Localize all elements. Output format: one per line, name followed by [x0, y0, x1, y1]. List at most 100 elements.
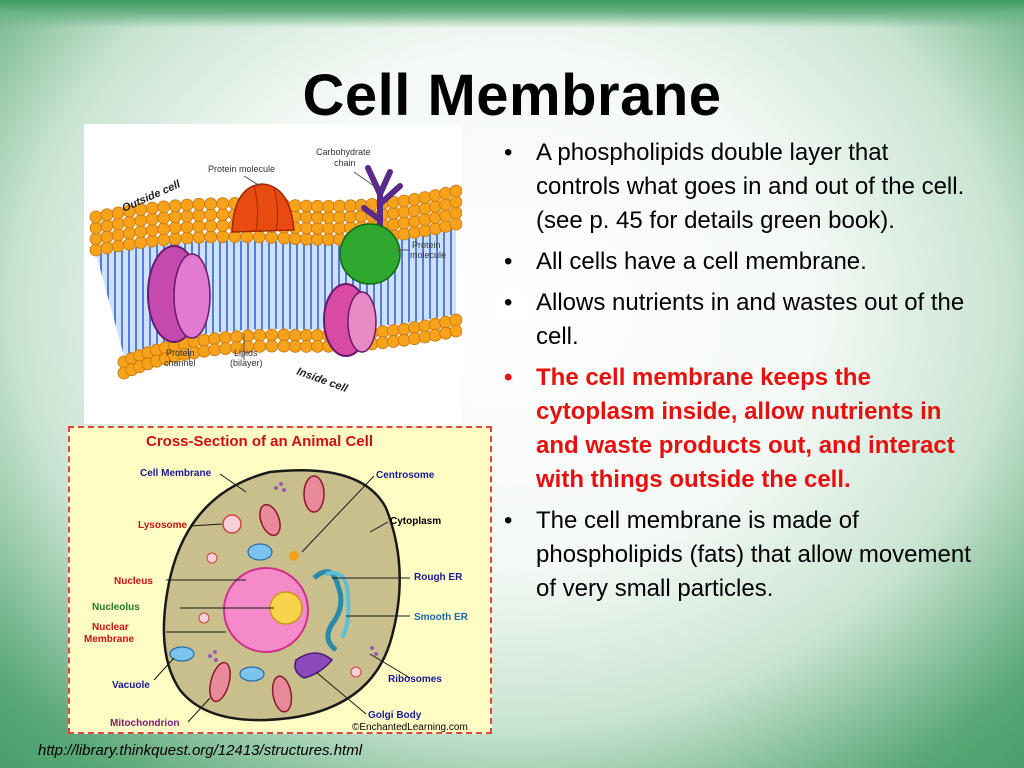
- lipid-head: [376, 325, 390, 339]
- bullet-dot: •: [504, 364, 513, 391]
- bullet-text: All cells have a cell membrane.: [536, 248, 867, 275]
- lipid-head: [428, 200, 442, 213]
- lipid-head: [180, 209, 194, 223]
- lipid-head: [145, 234, 159, 248]
- lipid-head: [89, 210, 103, 224]
- lipid-head: [180, 198, 194, 212]
- lipid-head: [111, 239, 125, 253]
- protein-channel-left: [147, 245, 211, 343]
- lipid-head: [311, 199, 324, 213]
- cell-diagram-title: Cross-Section of an Animal Cell: [146, 433, 373, 450]
- lipid-head: [386, 217, 400, 231]
- lipid-head: [123, 237, 136, 251]
- membrane-diagram: Protein molecule Carbohydrate chain Prot…: [84, 124, 463, 424]
- lipid-head: [376, 336, 390, 350]
- label-inside-cell: Inside cell: [295, 366, 350, 396]
- vacuole-2: [169, 646, 195, 662]
- lipid-head: [311, 221, 324, 235]
- lipid-head: [204, 197, 218, 211]
- label-nuclear: Nuclear: [92, 622, 129, 633]
- label-channel: channel: [164, 358, 196, 368]
- lipid-head: [89, 232, 103, 246]
- lipid-head: [123, 215, 136, 229]
- label-carbohydrate: Carbohydrate: [316, 147, 371, 157]
- lipid-head: [100, 241, 114, 255]
- golgi-body: [294, 652, 334, 679]
- lipid-head: [397, 322, 411, 336]
- lipid-head: [89, 221, 103, 235]
- lipid-head: [428, 222, 442, 235]
- label-membrane: Membrane: [84, 634, 134, 645]
- lipid-head: [299, 210, 313, 224]
- label-lipids: Lipids: [234, 348, 258, 358]
- bullet-text: The cell membrane is made of phospholipi…: [536, 507, 971, 602]
- vacuole-1: [247, 543, 273, 561]
- lipid-head: [216, 197, 230, 210]
- lipid-head: [397, 227, 411, 241]
- lipid-head: [449, 195, 463, 209]
- copyright-text: ©EnchantedLearning.com: [352, 722, 468, 732]
- lipid-head: [408, 215, 421, 228]
- mitochondrion-4: [271, 675, 293, 713]
- lipid-head: [449, 324, 463, 338]
- label-mitochondrion: Mitochondrion: [110, 718, 179, 729]
- lipid-head: [134, 225, 148, 238]
- lipid-head: [428, 328, 442, 342]
- vacuole-3: [239, 666, 265, 682]
- lipid-head: [100, 208, 114, 222]
- lipid-head: [145, 223, 159, 237]
- vesicle-1: [206, 552, 218, 564]
- lipid-head: [192, 230, 206, 244]
- lipid-head: [299, 232, 313, 246]
- lipid-head: [157, 222, 171, 236]
- lipid-head: [408, 332, 421, 346]
- lipid-head: [100, 230, 114, 244]
- label-cell-membrane: Cell Membrane: [140, 468, 212, 479]
- lipid-head: [265, 328, 279, 342]
- label-centrosome: Centrosome: [376, 470, 435, 481]
- protein-molecule-right: [339, 223, 401, 285]
- label-bilayer: (bilayer): [230, 358, 263, 368]
- bullet-text: A phospholipids double layer that contro…: [536, 139, 965, 234]
- lipid-head: [180, 231, 194, 245]
- lipid-head: [204, 219, 218, 233]
- lipid-head: [288, 339, 302, 353]
- lipid-head: [123, 226, 136, 240]
- lipid-head: [100, 219, 114, 233]
- vesicle-3: [350, 666, 362, 678]
- lipid-head: [89, 243, 103, 257]
- lipid-head: [343, 199, 357, 213]
- top-decor-band: [0, 0, 1024, 28]
- lipid-head: [168, 232, 182, 246]
- lipid-head: [253, 328, 267, 342]
- lipid-head: [397, 205, 411, 219]
- lipid-head: [157, 200, 171, 214]
- lipid-head: [408, 321, 421, 335]
- lipid-head: [134, 214, 148, 227]
- lipid-head: [157, 211, 171, 225]
- bullet-item-highlight: •The cell membrane keeps the cytoplasm i…: [494, 361, 974, 497]
- lipid-head: [439, 315, 453, 329]
- lipid-head: [111, 217, 125, 231]
- bullet-item: •The cell membrane is made of phospholip…: [494, 504, 974, 606]
- lipid-head: [322, 211, 335, 224]
- lipid-head: [216, 219, 230, 232]
- lipid-head: [397, 333, 411, 347]
- lipid-head: [408, 204, 421, 217]
- lipid-head: [277, 231, 291, 245]
- source-link[interactable]: http://library.thinkquest.org/12413/stru…: [38, 742, 363, 759]
- lipid-head: [265, 230, 278, 244]
- lipid-head: [168, 221, 182, 235]
- centrosome: [289, 551, 299, 561]
- lipid-head: [418, 319, 432, 333]
- lipid-head: [418, 191, 432, 204]
- lipid-head: [333, 221, 346, 235]
- lipid-head: [216, 208, 230, 221]
- lipid-head: [428, 189, 442, 202]
- lipid-head: [277, 339, 291, 353]
- label-protein-molecule-top: Protein molecule: [208, 164, 275, 174]
- bullet-item: •Allows nutrients in and wastes out of t…: [494, 286, 974, 354]
- lipid-head: [180, 220, 194, 234]
- lipid-head: [299, 339, 313, 353]
- smooth-er: [325, 571, 351, 639]
